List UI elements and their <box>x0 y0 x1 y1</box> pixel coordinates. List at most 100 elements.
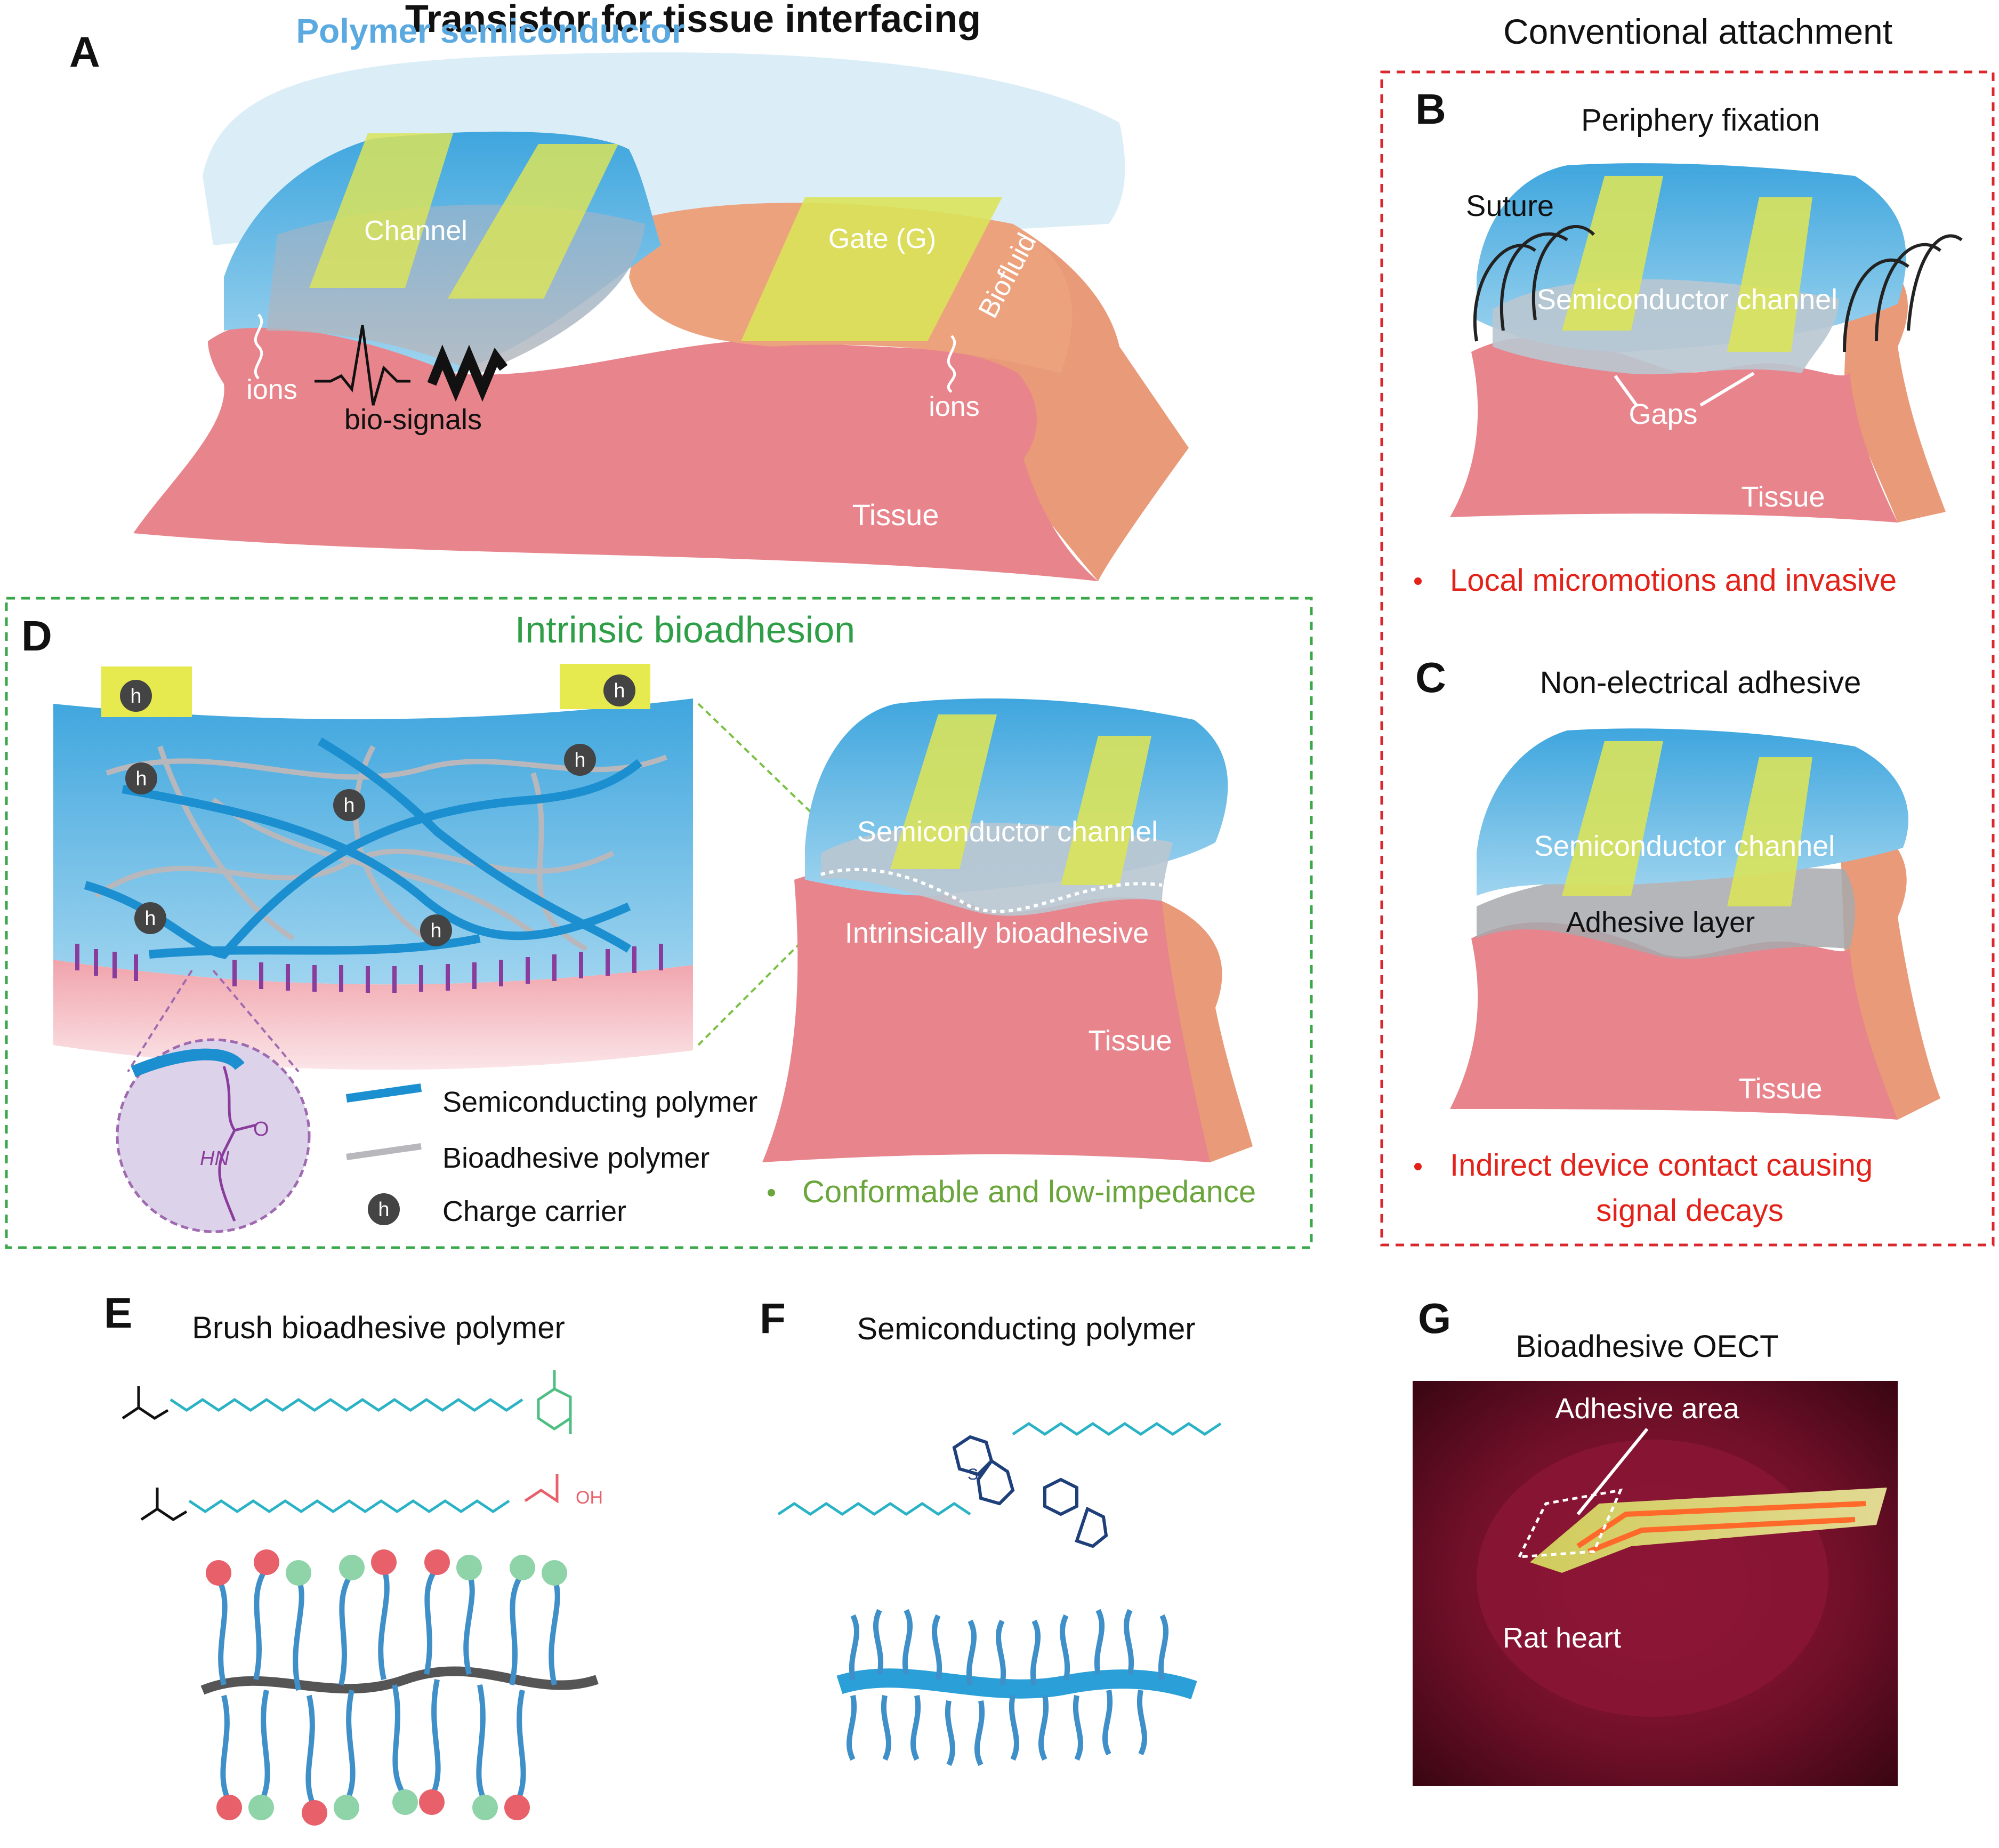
ion-arrow-right <box>947 335 956 393</box>
panel-f: F Semiconducting polymer S <box>760 1295 1222 1766</box>
nhs-ester <box>537 1370 572 1434</box>
panel-d: D Intrinsic bioadhesion h h h h h h h HN… <box>5 597 1313 1249</box>
rat-heart-tissue <box>1477 1440 1828 1717</box>
drain-electrode <box>448 144 618 299</box>
panel-e: E Brush bioadhesive polymer OH <box>104 1289 603 1826</box>
note-bullet-d <box>768 1189 775 1196</box>
acrylate-1 <box>122 1386 169 1420</box>
charge-carrier-4: h <box>333 789 365 821</box>
charge-carrier-7: h <box>420 914 452 946</box>
biosignals-label: bio-signals <box>344 404 482 436</box>
polymer-semiconductor-label: Polymer semiconductor <box>296 12 684 50</box>
tissue-block-b <box>1450 337 1898 523</box>
anchor-bonds <box>75 944 663 993</box>
ion-arrow-left <box>254 314 263 380</box>
electrode-c2 <box>1727 757 1812 906</box>
gaps-arrow-right <box>1699 372 1755 407</box>
oect-traces <box>1576 1501 1866 1554</box>
legend-carrier-icon: h <box>368 1193 400 1225</box>
channel-label-d: Semiconductor channel <box>857 816 1158 848</box>
panel-f-title: Semiconducting polymer <box>857 1312 1195 1346</box>
gaps-arrow-left <box>1614 375 1638 406</box>
adhesive-layer-label: Adhesive layer <box>1566 906 1755 938</box>
brush-side-chains <box>216 1565 560 1809</box>
panel-d-title: Intrinsic bioadhesion <box>515 609 855 650</box>
tissue-label-d: Tissue <box>1088 1025 1172 1057</box>
oh-label: OH <box>576 1488 603 1508</box>
panel-d-box <box>5 597 1313 1249</box>
charge-carrier-letter: h <box>378 1199 389 1221</box>
electrode-c1 <box>1562 741 1663 896</box>
tissue-label-a: Tissue <box>852 498 939 532</box>
tissue-label-b: Tissue <box>1741 481 1825 513</box>
bioadhesive-label: Intrinsically bioadhesive <box>845 917 1149 949</box>
tissue-block-c <box>1450 922 1898 1120</box>
note-c-line2: signal decays <box>1596 1193 1783 1228</box>
adhesive-area-arrow <box>1576 1428 1649 1515</box>
charge-carrier-letter: h <box>614 680 625 702</box>
panel-c-label: C <box>1415 654 1446 701</box>
conventional-title: Conventional attachment <box>1503 12 1892 51</box>
zoom-lines <box>127 969 300 1073</box>
panel-a-label: A <box>69 28 100 76</box>
panel-e-title: Brush bioadhesive polymer <box>192 1311 565 1345</box>
charge-carrier-letter: h <box>574 749 585 772</box>
thiophene-backbone <box>952 1435 1108 1548</box>
panel-g-title: Bioadhesive OECT <box>1516 1329 1778 1364</box>
semiconducting-backbone <box>836 1668 1197 1700</box>
panel-f-label: F <box>760 1295 786 1342</box>
film-zoom-blue <box>53 698 693 985</box>
charge-carrier-letter: h <box>144 907 156 930</box>
panel-a-title: Transistor for tissue interfacing <box>405 0 981 41</box>
suture-icon <box>1473 225 1963 352</box>
panel-b-label: B <box>1415 85 1446 133</box>
sulfur-label: S <box>968 1466 978 1483</box>
adhesive-area-label: Adhesive area <box>1555 1393 1739 1425</box>
charge-carrier-6: h <box>134 902 166 934</box>
electrode-d1 <box>890 714 997 869</box>
adhesive-area-outline <box>1517 1488 1623 1558</box>
panel-c-title: Non-electrical adhesive <box>1540 665 1861 700</box>
chem-hn-label: HN <box>200 1147 229 1170</box>
charge-carrier-2: h <box>603 674 635 706</box>
panel-a: A Transistor for tissue interfacing Poly… <box>69 0 1189 581</box>
panel-d-label: D <box>21 612 52 660</box>
zoom-strand-blue <box>131 1048 245 1078</box>
acrylate-2 <box>140 1488 188 1521</box>
charge-carrier-5: h <box>564 744 596 776</box>
note-b: Local micromotions and invasive <box>1450 563 1897 598</box>
panel-b: B Periphery fixation Suture Semiconducto… <box>1414 85 1963 598</box>
channel-label-b: Semiconductor channel <box>1537 284 1837 316</box>
tissue-block-d <box>762 871 1210 1162</box>
legend-carrier: Charge carrier <box>442 1195 626 1227</box>
charge-carrier-3: h <box>125 762 157 794</box>
conventional-box <box>1380 70 1995 1247</box>
electrode-b2 <box>1727 197 1812 352</box>
charge-carrier-letter: h <box>130 685 141 708</box>
panel-e-label: E <box>104 1289 132 1337</box>
tissue-block <box>133 321 1098 581</box>
glycol-chain-top <box>1012 1421 1222 1436</box>
note-c-line1: Indirect device contact causing <box>1450 1148 1873 1183</box>
zoom-circle <box>116 1038 311 1233</box>
charge-carrier-letter: h <box>135 768 147 790</box>
peg-chain-1 <box>170 1397 523 1412</box>
note-bullet-c <box>1414 1163 1422 1170</box>
electrode-b1 <box>1562 176 1663 331</box>
gate-label: Gate (G) <box>828 223 936 254</box>
carboxyl-group <box>524 1474 559 1504</box>
ions-right-label: ions <box>929 391 979 422</box>
panel-c: C Non-electrical adhesive Semiconductor … <box>1414 654 1940 1228</box>
panel-g-label: G <box>1418 1295 1451 1342</box>
brush-backbone <box>200 1666 599 1695</box>
tissue-block-c-side <box>1839 810 1940 1120</box>
charge-carrier-letter: h <box>343 794 354 817</box>
suture-label: Suture <box>1466 189 1554 222</box>
note-bullet-b <box>1414 577 1422 585</box>
semiconducting-strands <box>84 737 642 959</box>
note-d: Conformable and low-impedance <box>802 1175 1256 1209</box>
semiconducting-side-chains <box>846 1609 1169 1766</box>
ions-left-label: ions <box>246 374 297 405</box>
tissue-label-c: Tissue <box>1738 1073 1822 1105</box>
chem-o-label: O <box>253 1118 269 1140</box>
